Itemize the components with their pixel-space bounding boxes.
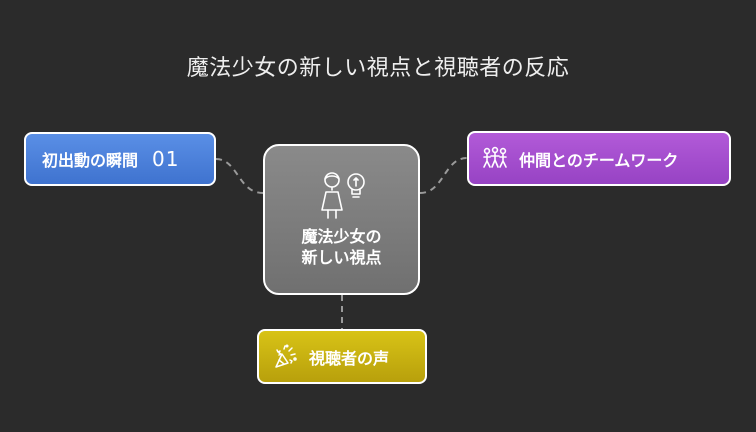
node-first-appearance-number: 01 <box>152 147 180 171</box>
people-group-icon <box>483 146 507 168</box>
diagram-title: 魔法少女の新しい視点と視聴者の反応 <box>186 56 570 81</box>
center-label: 魔法少女の 新しい視点 <box>301 226 381 268</box>
connector-right <box>419 157 468 194</box>
center-label-line1: 魔法少女の <box>301 227 382 246</box>
girl-with-lightbulb-icon <box>320 172 365 219</box>
node-center: 魔法少女の 新しい視点 <box>263 144 420 295</box>
node-teamwork: 仲間とのチームワーク <box>467 131 731 186</box>
node-first-appearance: 初出動の瞬間 01 <box>24 132 216 186</box>
center-label-line2: 新しい視点 <box>301 248 382 267</box>
node-teamwork-label: 仲間とのチームワーク <box>519 150 679 170</box>
party-popper-icon <box>275 343 297 368</box>
node-viewer-voice-label: 視聴者の声 <box>309 348 390 368</box>
connector-left <box>215 158 264 194</box>
node-viewer-voice: 視聴者の声 <box>257 329 427 384</box>
node-first-appearance-label: 初出動の瞬間 <box>42 151 139 170</box>
